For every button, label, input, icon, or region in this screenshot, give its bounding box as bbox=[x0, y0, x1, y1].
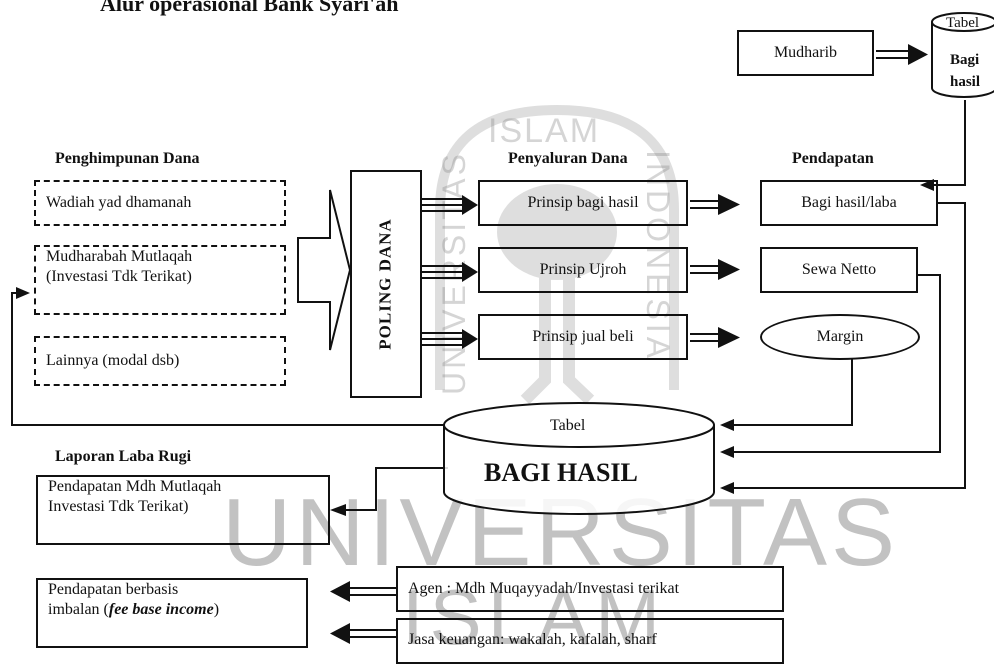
page-title: Alur operasional Bank Syari'ah bbox=[100, 0, 399, 16]
header-laporan-laba-rugi: Laporan Laba Rugi bbox=[55, 448, 192, 465]
agen-label: Agen : Mdh Muqayyadah/Investasi terikat bbox=[408, 580, 680, 597]
prinsip-bagi-hasil-label: Prinsip bagi hasil bbox=[527, 194, 639, 211]
poling-to-ujroh-arrow bbox=[422, 262, 478, 282]
mudharib-label: Mudharib bbox=[773, 44, 838, 61]
watermark-islam: ISLAM bbox=[402, 573, 667, 661]
prinsip-ujroh-label: Prinsip Ujroh bbox=[539, 261, 627, 278]
poling-dana-box: POLING DANA bbox=[350, 170, 422, 398]
wadiah-box: Wadiah yad dhamanah bbox=[34, 180, 286, 226]
pendapatan-imbalan-box: Pendapatan berbasis imbalan (fee base in… bbox=[36, 578, 308, 648]
imbalan-prefix: imbalan ( bbox=[48, 601, 109, 618]
tabel-to-bagi-hasil-line bbox=[924, 100, 966, 186]
agen-to-imbalan-arrow bbox=[330, 581, 396, 602]
emblem-flame bbox=[497, 184, 617, 280]
jasa-to-imbalan-arrow bbox=[330, 623, 396, 644]
bagi-hasil-laba-to-tabel-arrowhead bbox=[720, 482, 734, 494]
watermark-islam-top: ISLAM bbox=[488, 112, 601, 150]
bagi-hasil-laba-to-tabel-line bbox=[734, 202, 966, 489]
emblem-arch bbox=[435, 104, 679, 390]
mudharabah-label-1: Mudharabah Mutlaqah bbox=[46, 248, 193, 265]
lainnya-box: Lainnya (modal dsb) bbox=[34, 336, 286, 386]
wadiah-label: Wadiah yad dhamanah bbox=[46, 194, 192, 211]
margin-oval: Margin bbox=[760, 314, 920, 360]
margin-to-tabel-arrowhead bbox=[720, 419, 734, 431]
hollow-arrow-to-poling bbox=[297, 189, 352, 351]
agen-box: Agen : Mdh Muqayyadah/Investasi terikat bbox=[396, 566, 784, 612]
emblem-stem bbox=[520, 270, 595, 405]
bagi-hasil-to-pendapatan-arrow bbox=[690, 194, 740, 215]
mudharib-to-tabel-arrow bbox=[876, 44, 928, 65]
ujroh-to-sewa-arrow bbox=[690, 259, 740, 280]
fee-base-income: fee base income bbox=[108, 601, 214, 618]
sewa-to-tabel-arrowhead bbox=[720, 446, 734, 458]
prinsip-jual-beli-box: Prinsip jual beli bbox=[478, 314, 688, 360]
bagi-hasil-central-title: BAGI HASIL bbox=[484, 458, 638, 487]
tabel-to-mudharabah-arrowhead bbox=[16, 287, 30, 299]
tabel-small-label: Tabel bbox=[946, 15, 980, 31]
tabel-bagi-hasil-cylinder bbox=[443, 402, 715, 515]
poling-to-jual-beli-arrow bbox=[422, 329, 478, 349]
jasa-box: Jasa keuangan: wakalah, kafalah, sharf bbox=[396, 618, 784, 664]
margin-label: Margin bbox=[816, 328, 864, 345]
prinsip-bagi-hasil-box: Prinsip bagi hasil bbox=[478, 180, 688, 226]
lainnya-label: Lainnya (modal dsb) bbox=[46, 352, 180, 369]
pendapatan-mdh-label-1: Pendapatan Mdh Mutlaqah bbox=[48, 478, 222, 495]
bagi-hasil-laba-box: Bagi hasil/laba bbox=[760, 180, 938, 226]
hasil-small-label: hasil bbox=[950, 74, 981, 90]
sewa-netto-label: Sewa Netto bbox=[801, 261, 877, 278]
prinsip-jual-beli-label: Prinsip jual beli bbox=[532, 328, 634, 345]
margin-to-tabel-line bbox=[734, 358, 853, 426]
bagi-hasil-laba-label: Bagi hasil/laba bbox=[801, 194, 897, 211]
sewa-to-tabel-line bbox=[734, 274, 941, 453]
prinsip-ujroh-box: Prinsip Ujroh bbox=[478, 247, 688, 293]
jual-beli-to-margin-arrow bbox=[690, 327, 740, 348]
pendapatan-imbalan-label-2: imbalan (fee base income) bbox=[48, 600, 219, 620]
header-penghimpunan-dana: Penghimpunan Dana bbox=[55, 150, 200, 167]
mudharabah-box: Mudharabah Mutlaqah (Investasi Tdk Terik… bbox=[34, 245, 286, 315]
mudharib-box: Mudharib bbox=[737, 30, 874, 76]
tabel-to-bagi-hasil-arrowhead bbox=[920, 179, 934, 191]
sewa-netto-box: Sewa Netto bbox=[760, 247, 918, 293]
imbalan-suffix: ) bbox=[213, 601, 220, 618]
tabel-bagi-hasil-cylinder-small bbox=[931, 12, 994, 98]
header-pendapatan: Pendapatan bbox=[792, 150, 874, 167]
jasa-label: Jasa keuangan: wakalah, kafalah, sharf bbox=[408, 631, 657, 648]
tabel-to-laporan-line bbox=[346, 467, 448, 511]
tabel-central-label: Tabel bbox=[550, 417, 586, 434]
pendapatan-mdh-box: Pendapatan Mdh Mutlaqah Investasi Tdk Te… bbox=[36, 475, 330, 545]
mudharabah-label-2: (Investasi Tdk Terikat) bbox=[46, 268, 192, 285]
poling-to-bagi-hasil-arrow bbox=[422, 195, 478, 215]
poling-dana-label: POLING DANA bbox=[376, 218, 396, 350]
bagi-small-label: Bagi bbox=[950, 52, 980, 68]
pendapatan-mdh-label-2: Investasi Tdk Terikat) bbox=[48, 498, 189, 515]
tabel-to-laporan-arrowhead bbox=[330, 504, 346, 516]
pendapatan-imbalan-label-1: Pendapatan berbasis bbox=[48, 581, 179, 598]
header-penyaluran-dana: Penyaluran Dana bbox=[508, 150, 628, 167]
